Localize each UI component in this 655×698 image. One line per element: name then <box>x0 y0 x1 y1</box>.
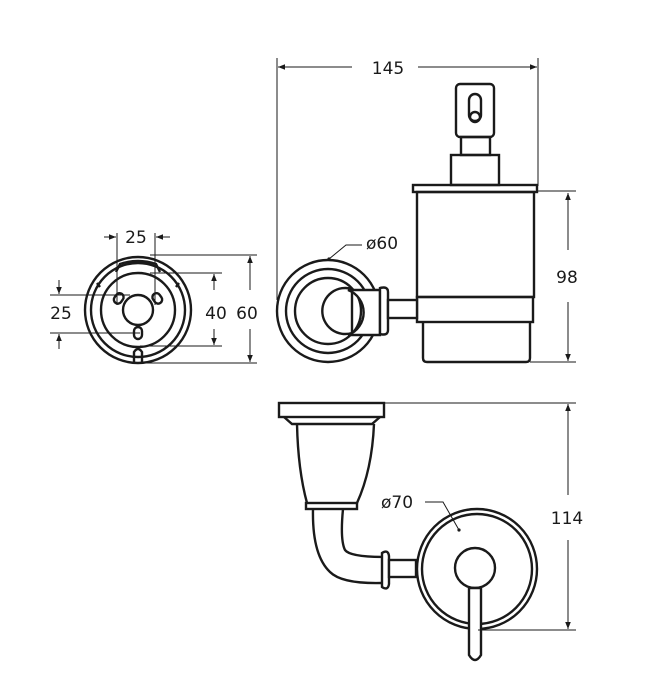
top-view: ø70 114 <box>277 401 583 662</box>
dim-plate-diameter-top: ø70 <box>381 493 413 513</box>
holder-band <box>415 295 535 324</box>
mounting-plate-view: 25 25 40 60 <box>50 228 258 365</box>
dim-hole-spacing-vertical: 25 <box>50 304 72 324</box>
dim-height-60: 60 <box>236 304 258 324</box>
dim-plate-diameter-side: ø60 <box>366 234 398 254</box>
dim-total-width: 145 <box>372 59 404 79</box>
pump-collar <box>449 153 501 187</box>
dim-total-depth: 114 <box>551 509 583 529</box>
dim-hole-spacing-horizontal: 25 <box>125 228 147 248</box>
pump-head <box>454 82 496 139</box>
glass-container <box>415 190 536 299</box>
dim-height-40: 40 <box>205 304 227 324</box>
dim-container-height: 98 <box>556 268 578 288</box>
front-view: 145 98 ø60 <box>275 58 578 364</box>
